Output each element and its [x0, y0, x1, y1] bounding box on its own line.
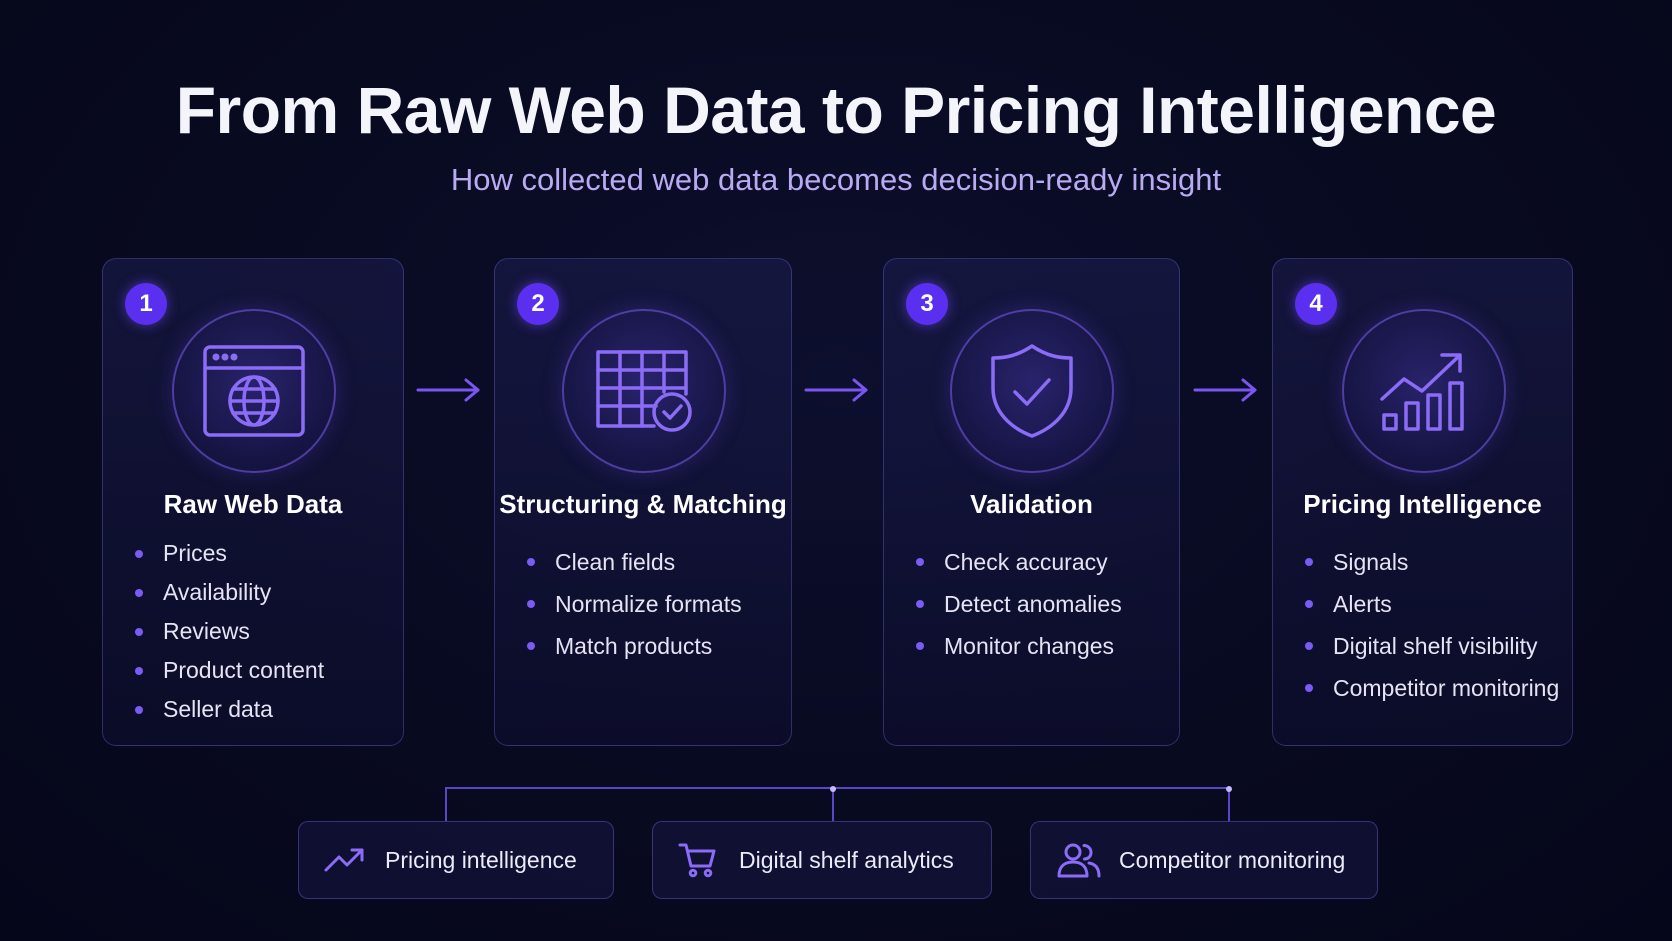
list-item: Product content: [133, 651, 324, 690]
step-card-raw-web-data: 1 Raw Web Data Prices Availability Revie…: [102, 258, 404, 746]
step-items: Check accuracy Detect anomalies Monitor …: [914, 541, 1122, 667]
page-subtitle: How collected web data becomes decision-…: [450, 162, 1222, 197]
step-items: Prices Availability Reviews Product cont…: [133, 534, 324, 729]
list-item: Prices: [133, 534, 324, 573]
shield-check-icon: [950, 309, 1114, 473]
step-card-pricing-intelligence: 4 Pricing Intelligence Signals Alerts Di…: [1272, 258, 1573, 746]
output-chip-digital-shelf-analytics: Digital shelf analytics: [652, 821, 992, 899]
arrow-right-icon: [416, 378, 480, 402]
step-card-validation: 3 Validation Check accuracy Detect anoma…: [883, 258, 1180, 746]
output-label: Competitor monitoring: [1119, 846, 1346, 873]
table-check-icon: [562, 309, 726, 473]
list-item: Availability: [133, 573, 324, 612]
step-badge: 2: [517, 283, 559, 325]
list-item: Check accuracy: [914, 541, 1122, 583]
list-item: Signals: [1303, 541, 1559, 583]
step-title: Validation: [970, 489, 1093, 519]
arrow-right-icon: [804, 378, 868, 402]
list-item: Match products: [525, 625, 742, 667]
list-item: Digital shelf visibility: [1303, 625, 1559, 667]
bar-chart-trend-icon: [1342, 309, 1506, 473]
output-chip-competitor-monitoring: Competitor monitoring: [1030, 821, 1378, 899]
cart-icon: [677, 842, 717, 878]
page-title: From Raw Web Data to Pricing Intelligenc…: [175, 73, 1497, 147]
list-item: Normalize formats: [525, 583, 742, 625]
step-title: Raw Web Data: [163, 489, 343, 519]
step-title: Pricing Intelligence: [1303, 489, 1542, 519]
list-item: Reviews: [133, 612, 324, 651]
step-title: Structuring & Matching: [499, 489, 787, 519]
browser-globe-icon: [172, 309, 336, 473]
step-card-structuring-matching: 2 Structuring & Matching Clean fields No…: [494, 258, 792, 746]
output-chip-pricing-intelligence: Pricing intelligence: [298, 821, 614, 899]
list-item: Seller data: [133, 690, 324, 729]
step-items: Signals Alerts Digital shelf visibility …: [1303, 541, 1559, 709]
output-label: Pricing intelligence: [385, 846, 577, 873]
list-item: Detect anomalies: [914, 583, 1122, 625]
arrow-right-icon: [1193, 378, 1257, 402]
step-badge: 4: [1295, 283, 1337, 325]
step-badge: 3: [906, 283, 948, 325]
output-label: Digital shelf analytics: [739, 846, 954, 873]
list-item: Alerts: [1303, 583, 1559, 625]
step-badge: 1: [125, 283, 167, 325]
list-item: Clean fields: [525, 541, 742, 583]
list-item: Monitor changes: [914, 625, 1122, 667]
step-items: Clean fields Normalize formats Match pro…: [525, 541, 742, 667]
trend-up-icon: [323, 846, 367, 874]
users-icon: [1057, 842, 1101, 878]
list-item: Competitor monitoring: [1303, 667, 1559, 709]
